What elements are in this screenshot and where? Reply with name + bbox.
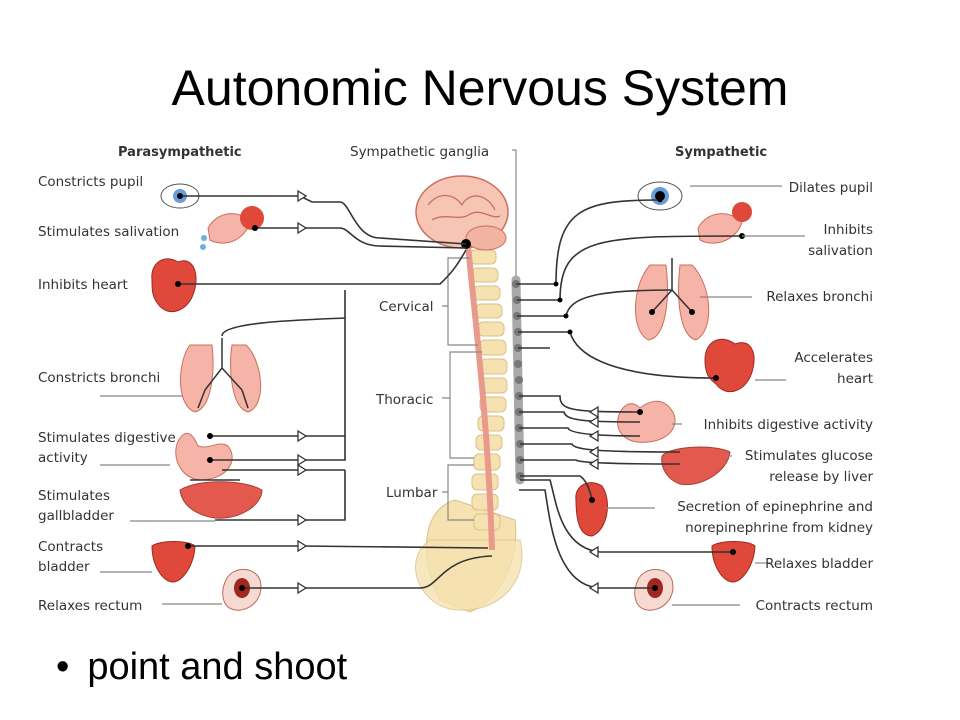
right-organs — [575, 181, 756, 611]
left-leaders — [100, 395, 222, 605]
slide-title: Autonomic Nervous System — [171, 60, 789, 116]
right-leaders — [606, 185, 805, 606]
sympathetic-header: Sympathetic — [675, 145, 767, 160]
left-label: Relaxes rectum — [38, 598, 142, 614]
parasympathetic-header: Parasympathetic — [118, 145, 242, 160]
bullet-list: • point and shoot — [56, 640, 347, 694]
left-label: Constricts pupil — [38, 174, 143, 190]
right-label: Relaxes bronchi — [766, 289, 873, 305]
left-label: Inhibits heart — [38, 277, 128, 293]
thoracic-label: Thoracic — [375, 392, 433, 408]
bullet-dot-icon: • — [56, 646, 70, 688]
lumbar-label: Lumbar — [386, 485, 438, 501]
parasympathetic-pathways — [175, 189, 493, 595]
left-label: Constricts bronchi — [38, 370, 160, 386]
right-label: Dilates pupil — [789, 180, 873, 196]
ganglia-header: Sympathetic ganglia — [350, 144, 489, 160]
left-organs — [151, 183, 264, 611]
right-label: Inhibits digestive activity — [704, 417, 873, 433]
right-label: Relaxes bladder — [765, 556, 873, 572]
right-label: Contracts rectum — [756, 598, 873, 614]
left-label: Stimulates salivation — [38, 224, 179, 240]
cervical-label: Cervical — [379, 299, 433, 315]
bullet-text: point and shoot — [87, 646, 348, 688]
spine-illustration — [415, 244, 525, 613]
sympathetic-pathways — [516, 197, 745, 595]
brain-illustration — [415, 175, 509, 251]
